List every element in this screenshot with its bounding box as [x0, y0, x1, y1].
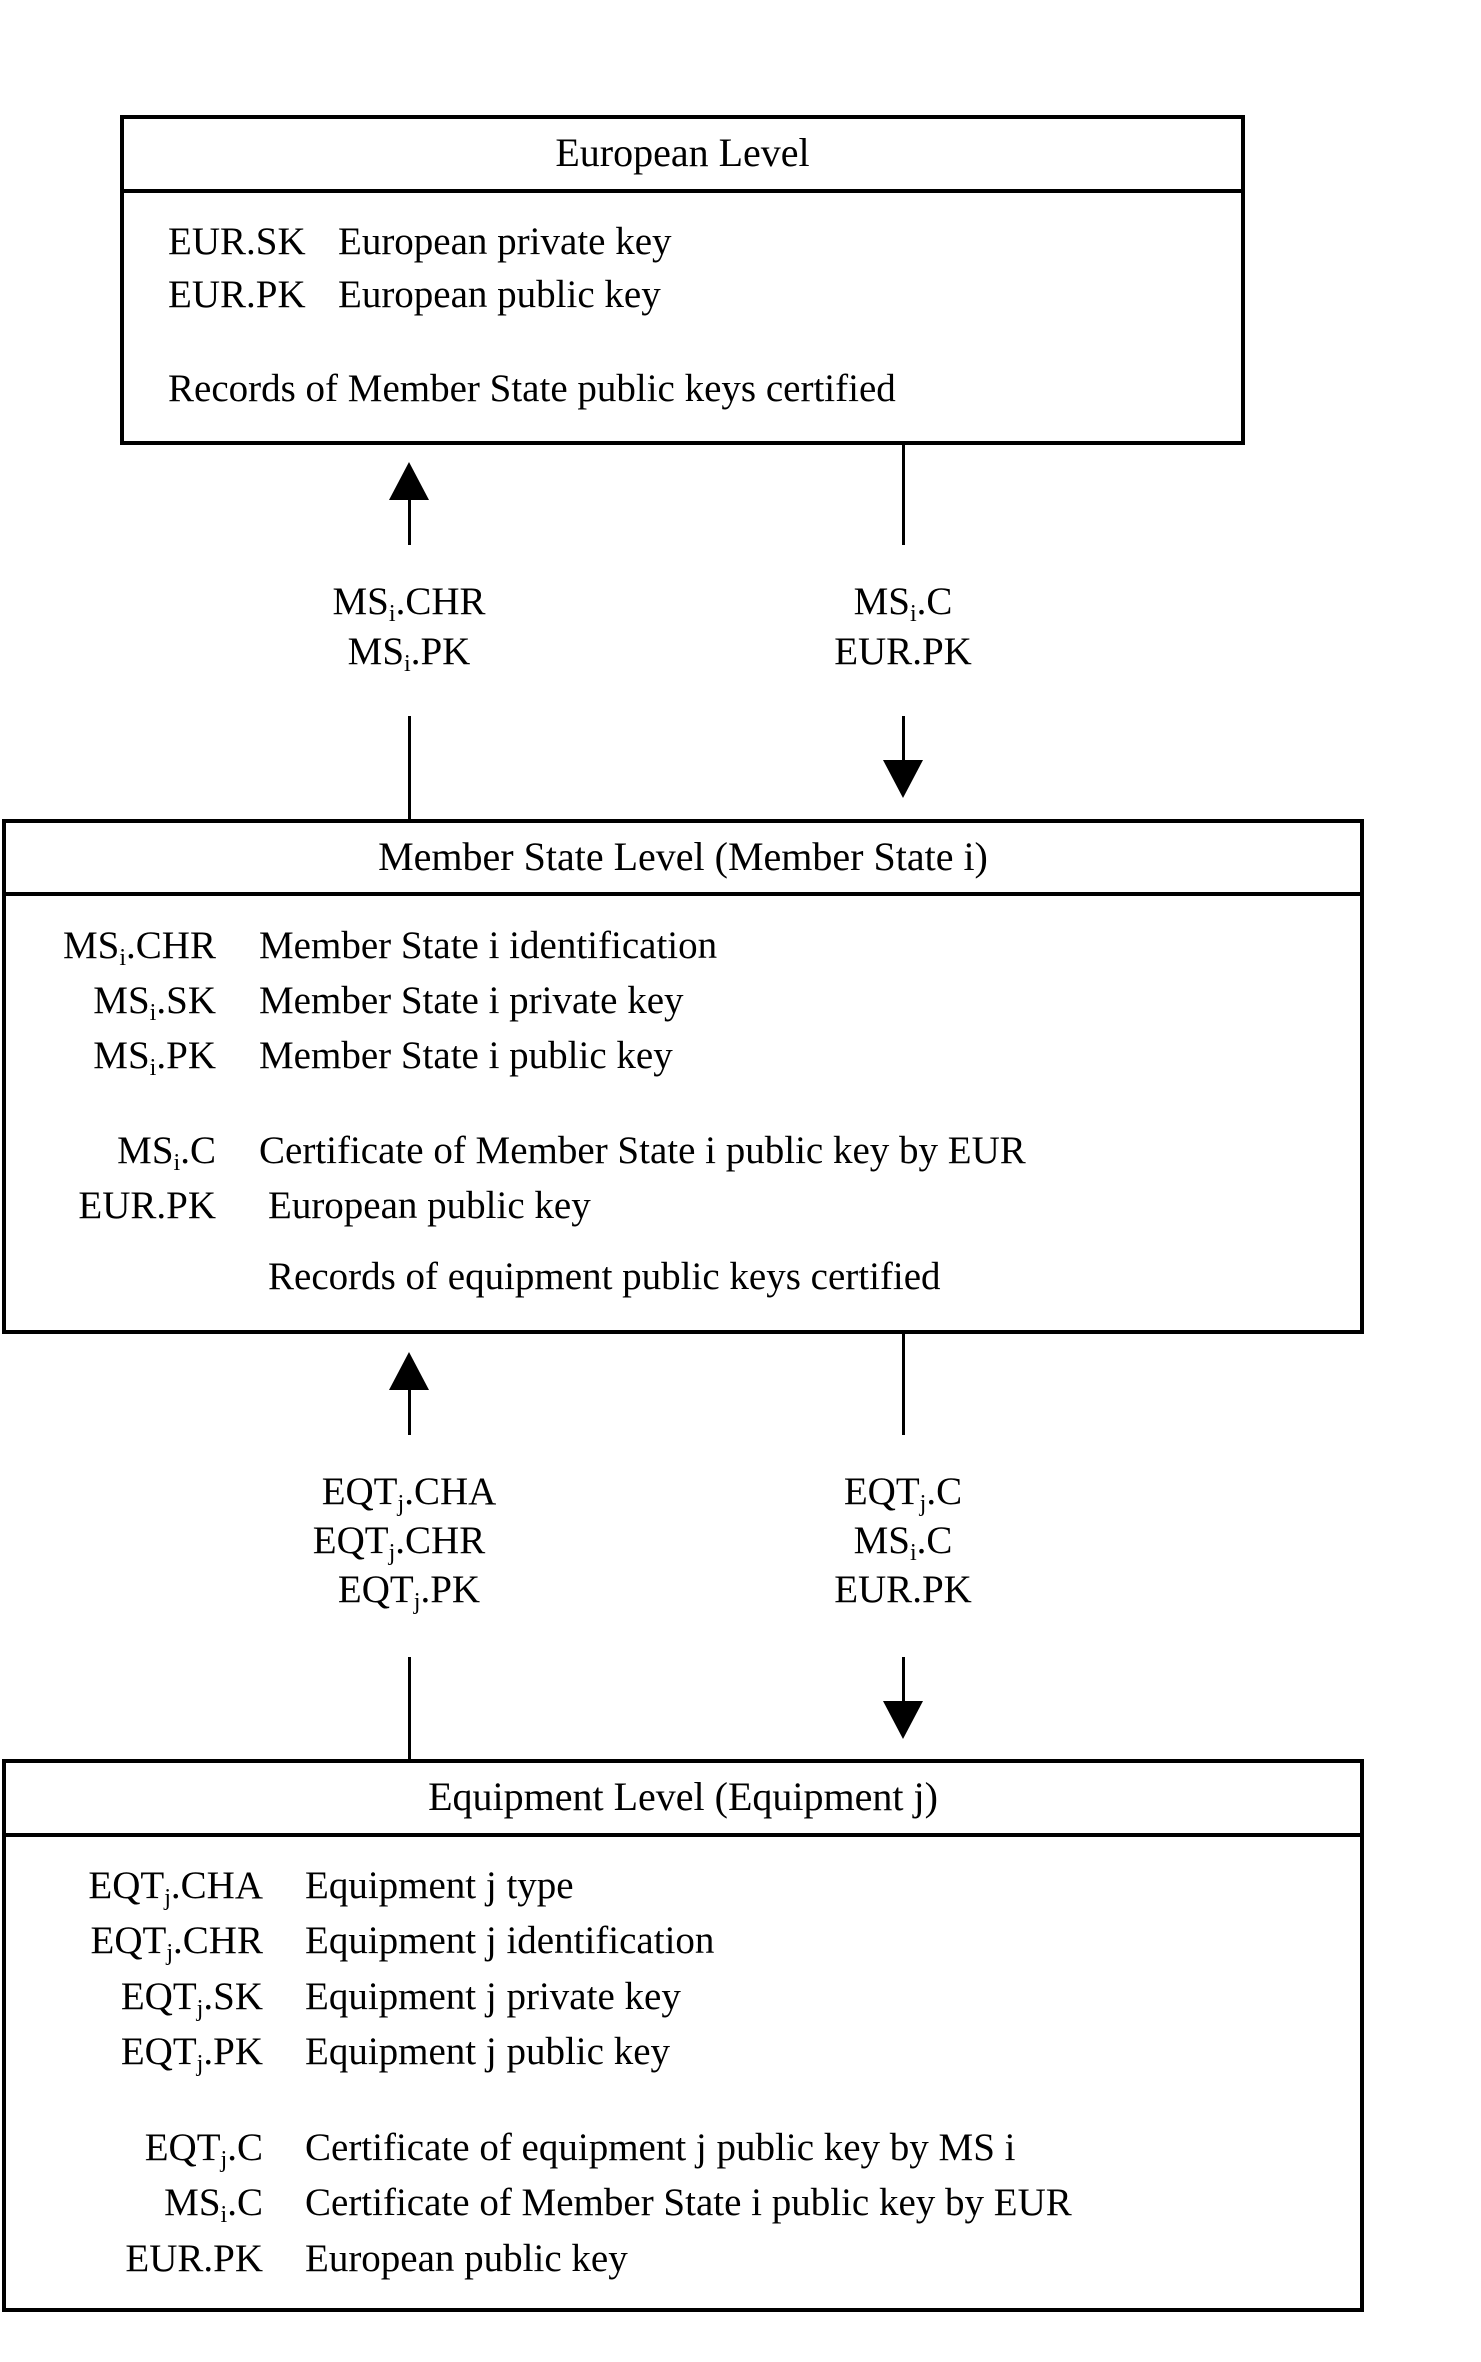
eur-sk-desc: European private key — [338, 220, 672, 263]
european-level-title: European Level — [555, 130, 810, 175]
eqt-row-code: EQTj.CHR — [90, 1919, 263, 1966]
header-divider — [6, 1833, 1360, 1837]
arrow-down-tail — [902, 443, 905, 545]
equipment-level-title: Equipment Level (Equipment j) — [428, 1774, 938, 1819]
eqt-row-code: EQTj.SK — [120, 1975, 263, 2022]
eqt-row-code: EQTj.C — [144, 2126, 263, 2173]
flow-label-up: EQTj.CHR — [312, 1519, 486, 1566]
ms-records-text: Records of Member State public keys cert… — [168, 367, 896, 410]
eqt-row-desc: European public key — [305, 2237, 628, 2280]
flow-label-down: EQTj.C — [843, 1470, 963, 1517]
arrow-up-tail — [408, 1657, 411, 1760]
flow-label-down: MSi.C — [853, 580, 953, 627]
flow-label-up: EQTj.CHA — [321, 1470, 497, 1517]
member-state-level-box: Member State Level (Member State i) MSi.… — [2, 819, 1364, 1334]
eqt-row-code: MSi.C — [164, 2181, 263, 2228]
eqt-row-desc: Equipment j public key — [305, 2030, 671, 2073]
arrow-up-tail — [408, 716, 411, 820]
flow-label-up: EQTj.PK — [337, 1568, 481, 1615]
header-divider — [6, 892, 1360, 896]
eur-pk-code: EUR.PK — [168, 273, 306, 316]
ms-row-code: MSi.C — [117, 1129, 216, 1176]
arrow-up-icon — [389, 1352, 429, 1390]
eqt-row-code: EUR.PK — [125, 2237, 263, 2280]
ms-row-code: MSi.CHR — [62, 924, 216, 971]
header-divider — [124, 189, 1241, 193]
european-level-box: European Level EUR.SK European private k… — [120, 115, 1245, 445]
flow-label-up: MSi.CHR — [332, 580, 486, 627]
eqt-row-desc: Equipment j identification — [305, 1919, 715, 1962]
ms-row-desc: European public key — [268, 1184, 591, 1227]
flow-label-up: MSi.PK — [347, 630, 471, 677]
ms-row-code: MSi.PK — [93, 1034, 216, 1081]
eqt-row-desc: Certificate of Member State i public key… — [305, 2181, 1072, 2224]
eqt-row-code: EQTj.CHA — [88, 1864, 263, 1911]
flow-label-down: MSi.C — [853, 1519, 953, 1566]
flow-label-down: EUR.PK — [834, 630, 972, 673]
arrow-down-icon — [883, 1701, 923, 1739]
eqt-row-code: EQTj.PK — [120, 2030, 263, 2077]
ms-row-code: EUR.PK — [78, 1184, 216, 1227]
eqt-row-desc: Certificate of equipment j public key by… — [305, 2126, 1016, 2169]
arrow-up-shaft — [408, 1385, 411, 1435]
arrow-up-shaft — [408, 495, 411, 545]
eqt-row-desc: Equipment j type — [305, 1864, 574, 1907]
member-state-level-title: Member State Level (Member State i) — [378, 834, 988, 879]
equipment-level-box: Equipment Level (Equipment j) EQTj.CHA E… — [2, 1759, 1364, 2312]
ms-row-code: MSi.SK — [93, 979, 216, 1026]
arrow-down-shaft — [902, 1657, 905, 1707]
arrow-down-icon — [883, 760, 923, 798]
flow-label-down: EUR.PK — [834, 1568, 972, 1611]
eur-sk-code: EUR.SK — [168, 220, 306, 263]
eur-pk-desc: European public key — [338, 273, 661, 316]
ms-row-desc: Member State i public key — [259, 1034, 673, 1077]
equipment-records-text: Records of equipment public keys certifi… — [268, 1255, 941, 1298]
ms-row-desc: Certificate of Member State i public key… — [259, 1129, 1026, 1172]
arrow-down-shaft — [902, 716, 905, 766]
arrow-up-icon — [389, 462, 429, 500]
ms-row-desc: Member State i private key — [259, 979, 684, 1022]
arrow-down-tail — [902, 1333, 905, 1435]
ms-row-desc: Member State i identification — [259, 924, 718, 967]
eqt-row-desc: Equipment j private key — [305, 1975, 681, 2018]
